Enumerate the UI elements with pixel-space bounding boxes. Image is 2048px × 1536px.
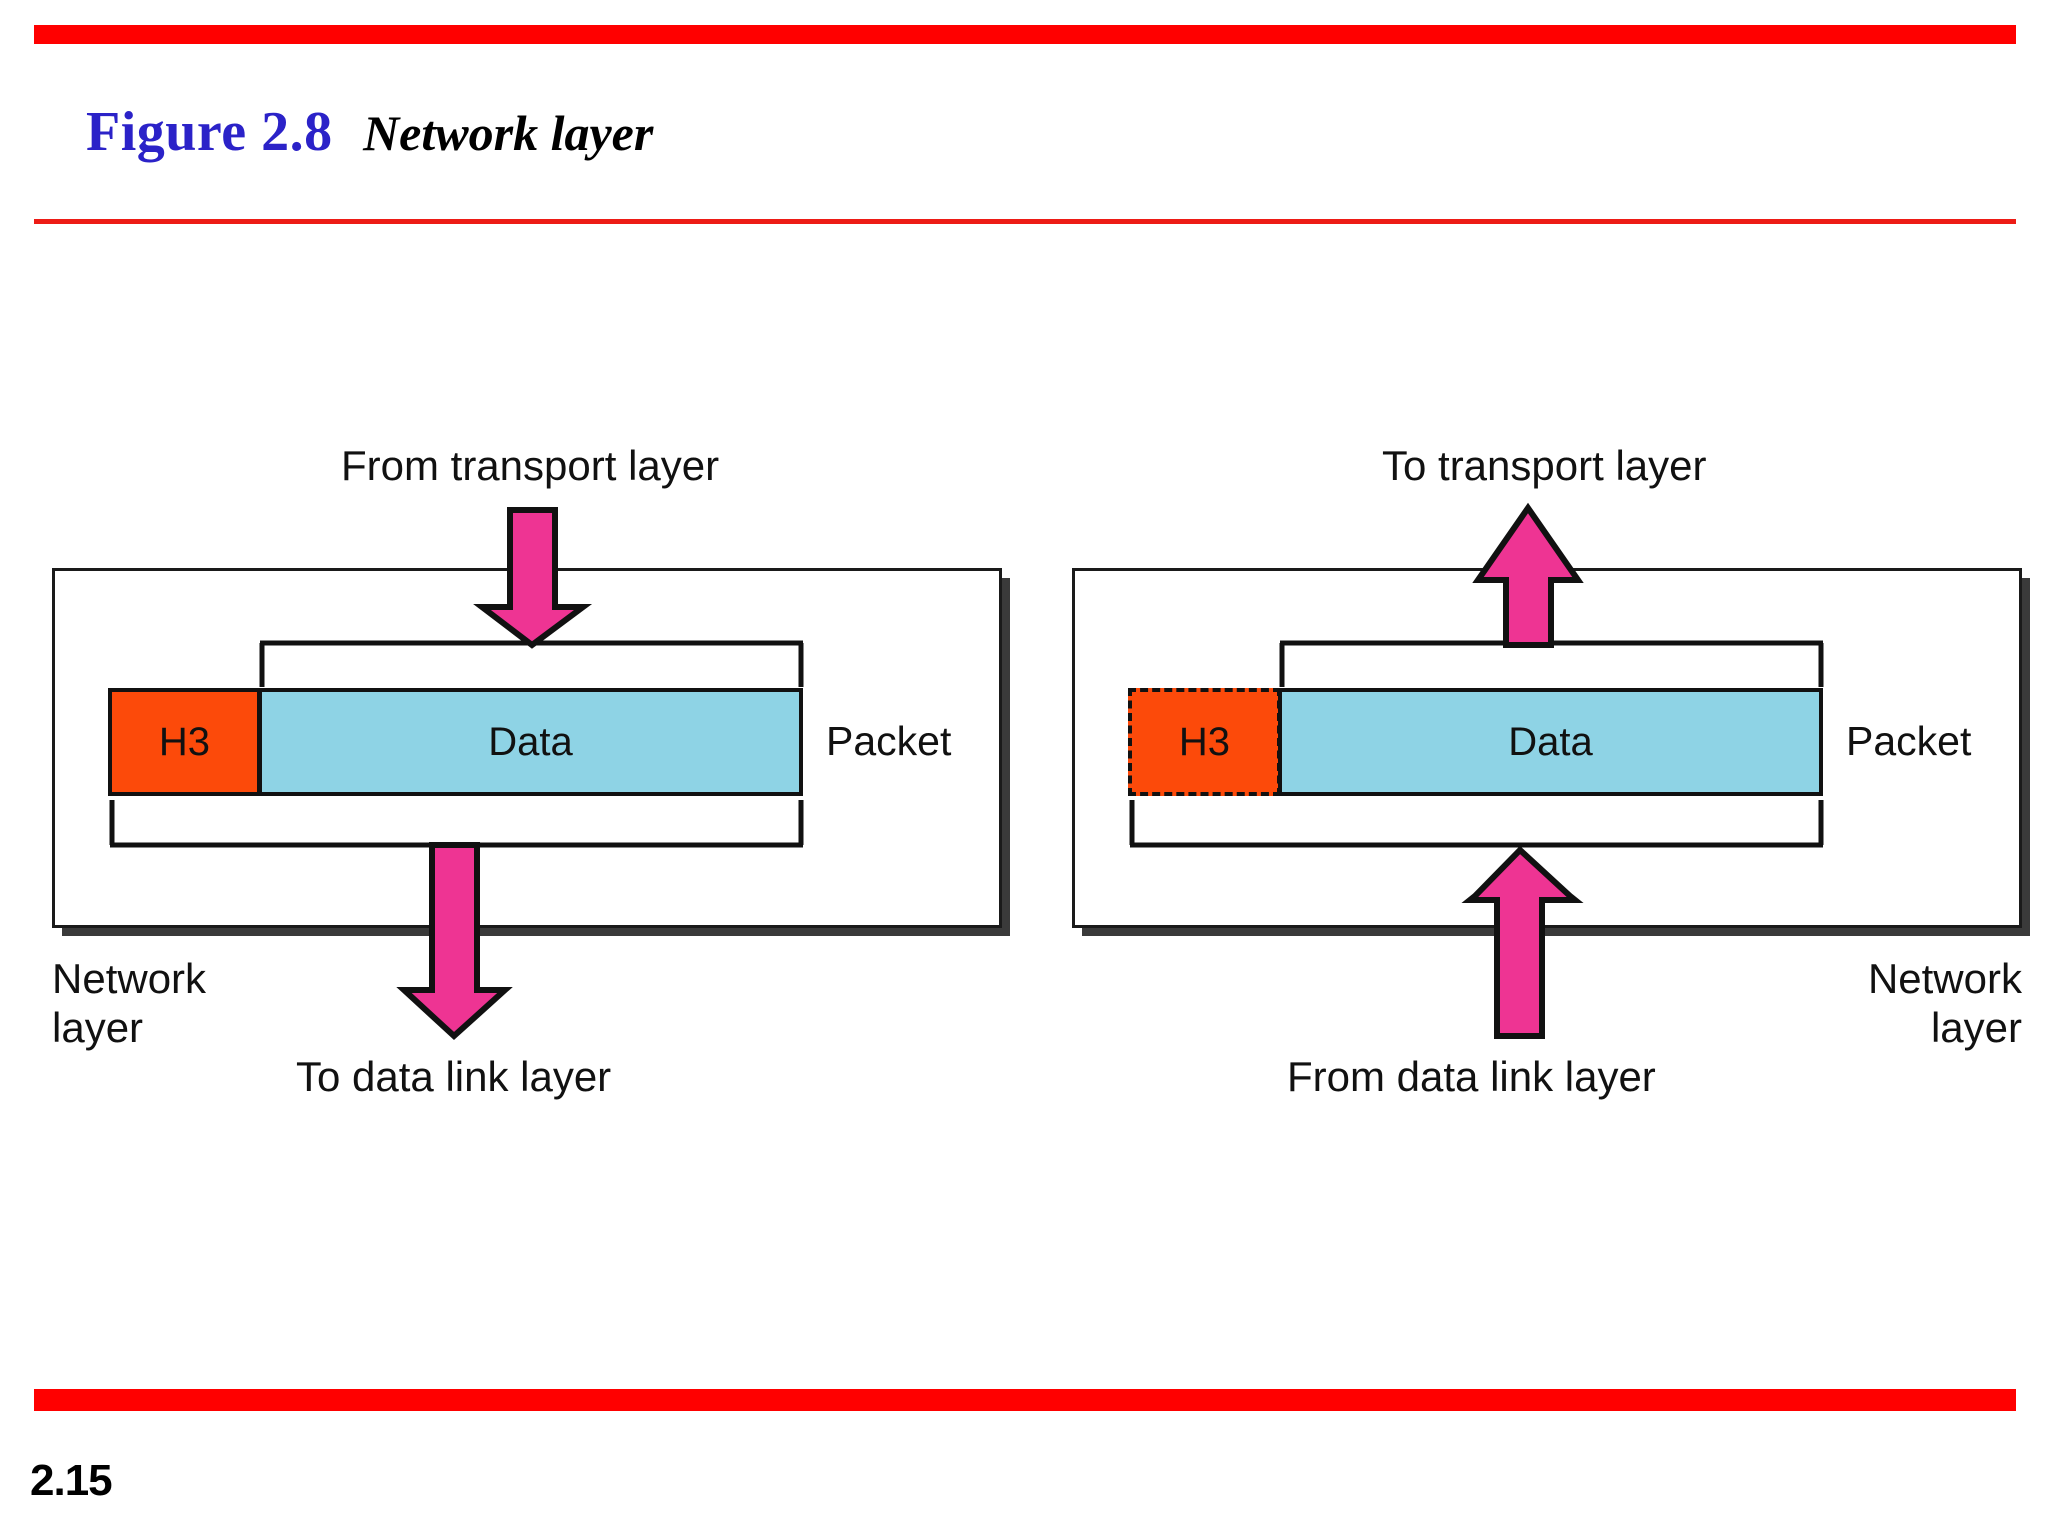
bottom-red-rule [34,1389,2016,1411]
right-layer-side-label: Network layer [1867,955,2022,1051]
page-number: 2.15 [30,1456,113,1505]
left-bottom-arrow-label: To data link layer [296,1053,612,1100]
top-red-rule [34,25,2016,44]
right-packet-data: Data [1278,688,1823,796]
left-packet-header-h3: H3 [108,688,261,796]
right-bottom-arrow-label: From data link layer [1287,1053,1656,1100]
right-packet-label: Packet [1846,718,1972,764]
left-header-label: H3 [158,719,211,764]
left-packet-data: Data [258,688,803,796]
figure-caption: Network layer [363,105,654,161]
left-top-arrow-label: From transport layer [341,442,720,489]
figure-title: Figure 2.8 Network layer [86,104,653,160]
left-layer-side-label: Network layer [52,955,207,1051]
right-packet-header-h3: H3 [1128,688,1281,796]
title-underline-rule [34,219,2016,224]
figure-number: Figure 2.8 [86,101,333,163]
right-top-arrow-label: To transport layer [1382,442,1707,489]
right-header-label: H3 [1178,719,1231,764]
left-packet-label: Packet [826,718,952,764]
left-data-label: Data [488,719,573,764]
right-data-label: Data [1508,719,1593,764]
